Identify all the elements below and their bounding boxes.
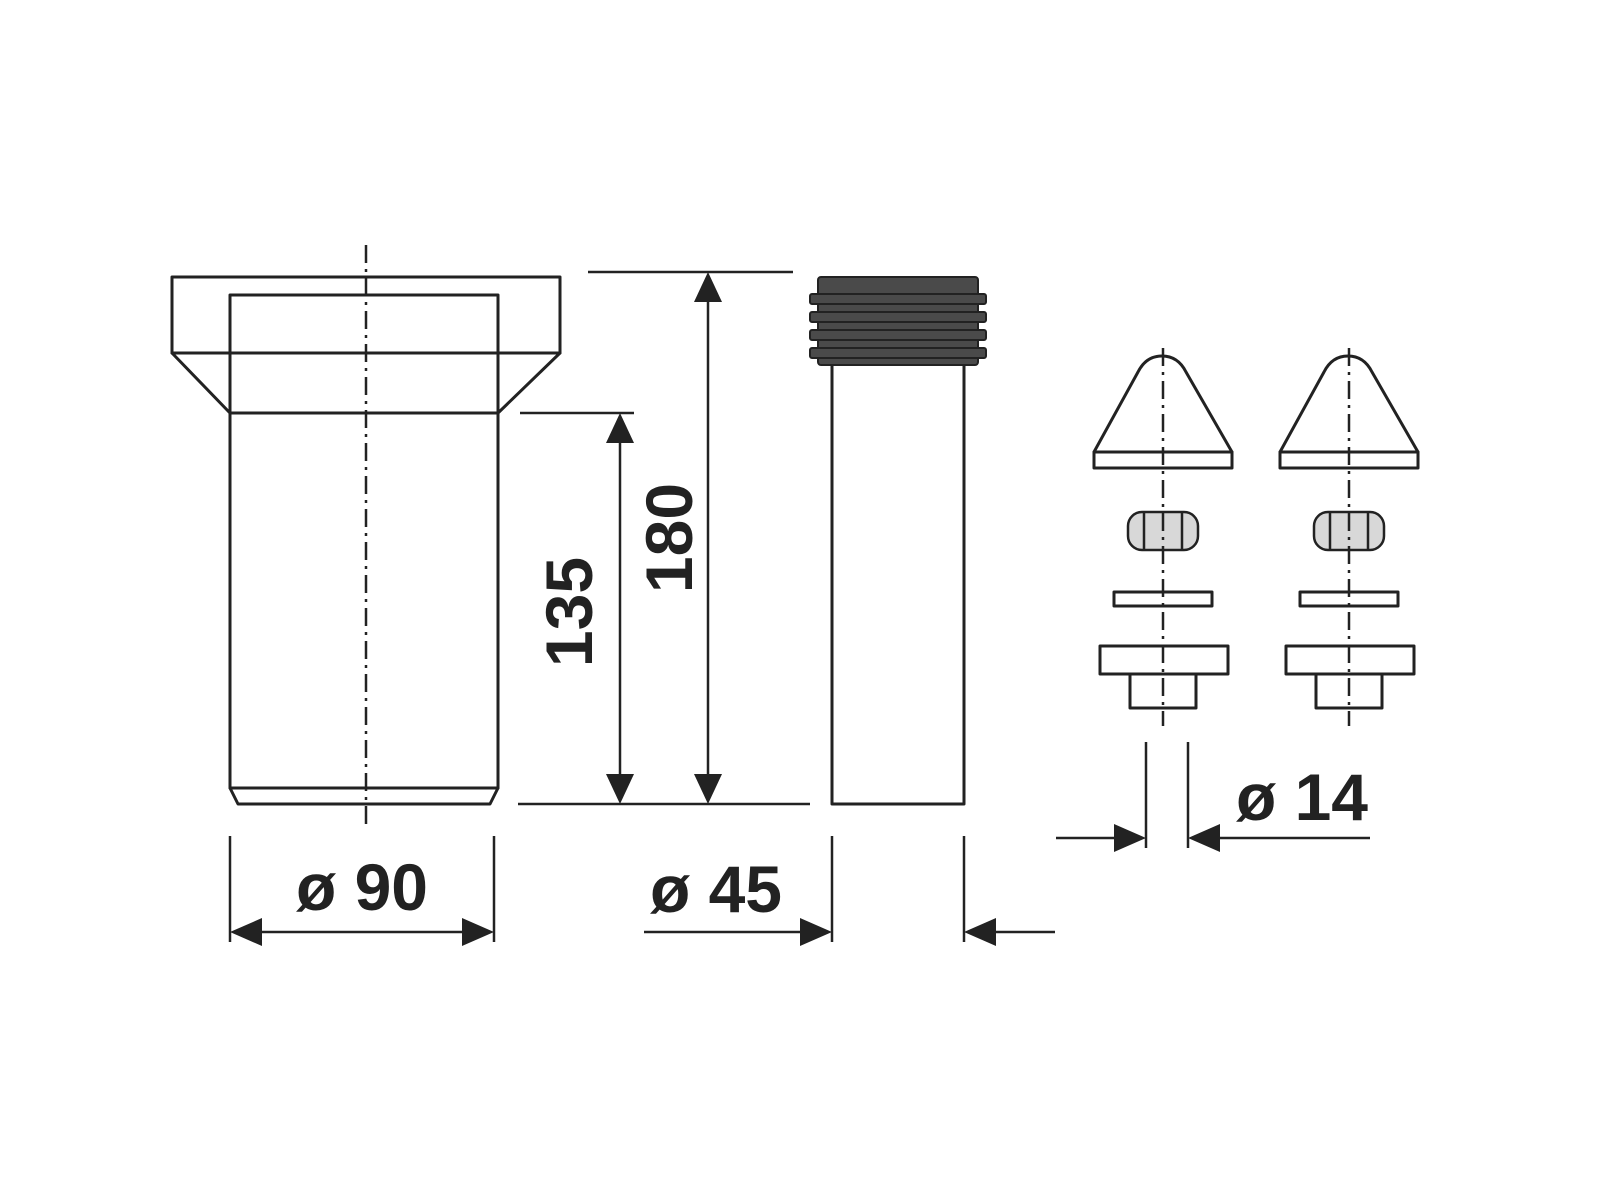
pipe-body (228, 411, 500, 806)
diameter-45-dimension: ø 45 (644, 836, 1055, 946)
dimension-label-180: 180 (632, 483, 706, 593)
wc-connector-pipe (170, 245, 562, 830)
arrow-up-icon (606, 413, 634, 443)
nut-facets (1328, 512, 1370, 550)
fixing-kit-2 (1278, 348, 1420, 726)
diameter-90-dimension: ø 90 (228, 836, 496, 946)
seal-rib (809, 311, 987, 323)
arrow-down-icon (606, 774, 634, 804)
arrow-left-icon (1188, 824, 1220, 852)
inlet-pipe-body (830, 360, 966, 806)
fixing-kit-1 (1092, 348, 1234, 726)
washer-boss (1128, 672, 1198, 710)
arrow-right-icon (462, 918, 494, 946)
dimension-label-45: ø 45 (650, 852, 782, 926)
arrow-left-icon (230, 918, 262, 946)
arrow-left-icon (964, 918, 996, 946)
washer-boss (1314, 672, 1384, 710)
inlet-pipe-with-seal (809, 276, 987, 806)
arrow-right-icon (800, 918, 832, 946)
cap-cover (1092, 354, 1234, 454)
seal-rib (809, 293, 987, 305)
dimension-label-135: 135 (532, 557, 606, 667)
nut-facets (1142, 512, 1184, 550)
inner-socket (228, 293, 500, 415)
arrow-down-icon (694, 774, 722, 804)
dimension-label-14: ø 14 (1236, 760, 1368, 834)
arrow-up-icon (694, 272, 722, 302)
cap-cover (1278, 354, 1420, 454)
diameter-14-dimension: ø 14 (1056, 742, 1370, 852)
height-dimensions: 135 180 (518, 270, 810, 806)
seal-rib (809, 329, 987, 341)
dimension-label-90: ø 90 (296, 850, 428, 924)
arrow-right-icon (1114, 824, 1146, 852)
flange-taper-right (496, 351, 562, 415)
seal-rib (809, 347, 987, 359)
flange-taper-left (170, 351, 232, 415)
